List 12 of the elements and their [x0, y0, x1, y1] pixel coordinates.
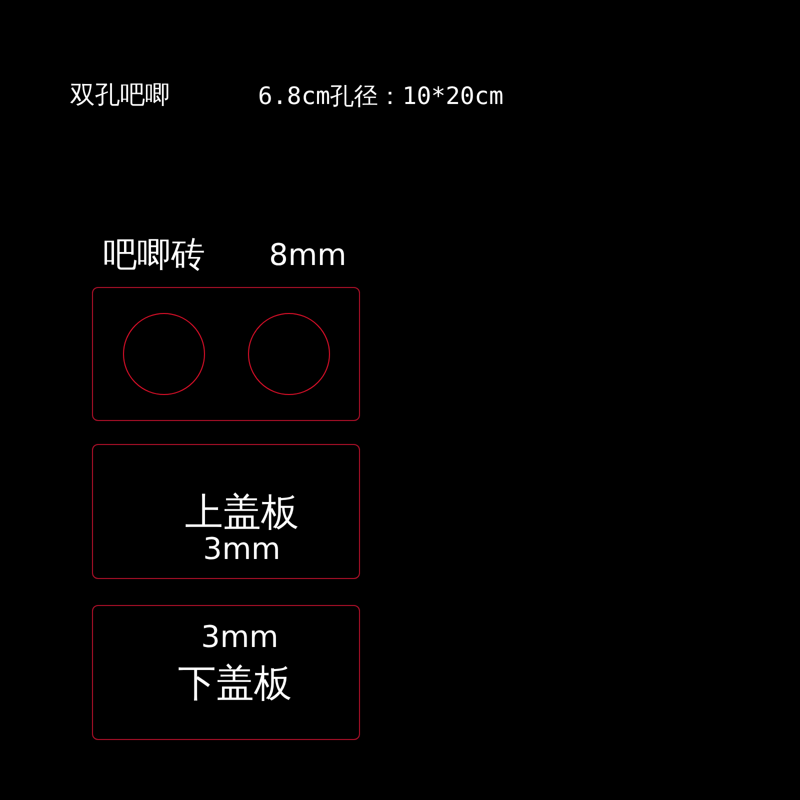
part-name: 上盖板	[185, 493, 299, 531]
thickness-label: 8mm	[269, 241, 347, 271]
hole-circle	[123, 313, 205, 395]
part-name: 吧唧砖	[103, 238, 205, 272]
part-name: 下盖板	[178, 664, 292, 702]
plate-outline	[92, 605, 360, 740]
thickness-label: 3mm	[201, 623, 279, 653]
dimension-note: 6.8cm孔径：10*20cm	[258, 84, 504, 108]
hole-circle	[248, 313, 330, 395]
plate-outline	[92, 444, 360, 579]
thickness-label: 3mm	[203, 535, 281, 565]
title-text: 双孔吧唧	[70, 82, 170, 107]
